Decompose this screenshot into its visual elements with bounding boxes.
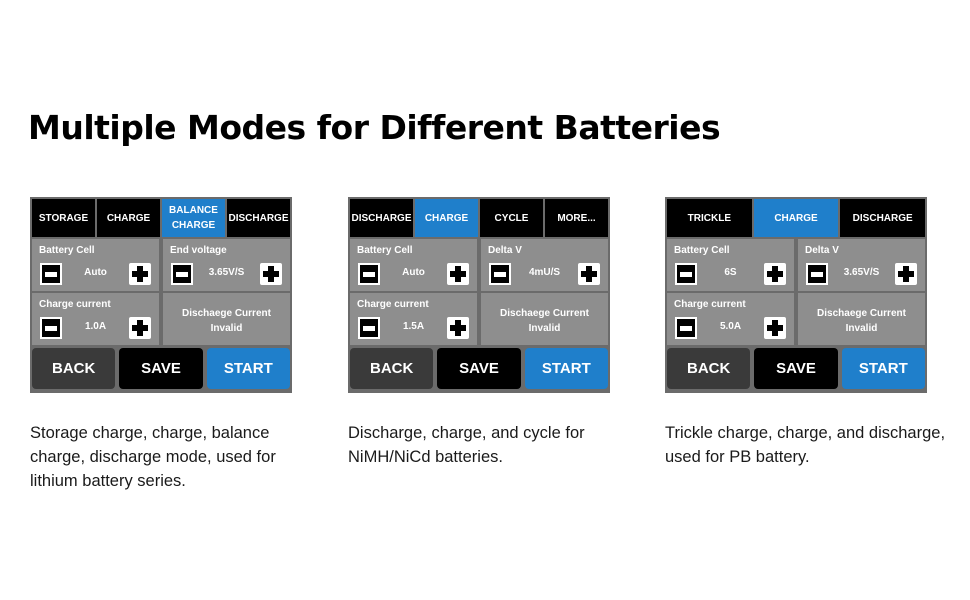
delta-v-setting: Delta V 3.65V/S [798,239,925,291]
back-button[interactable]: BACK [667,348,751,389]
charge-current-label: Charge current [357,299,429,310]
back-button[interactable]: BACK [350,348,434,389]
save-button[interactable]: SAVE [754,348,838,389]
tab-more[interactable]: MORE... [545,199,608,237]
charge-current-increase-button[interactable] [129,317,151,339]
battery-cell-label: Battery Cell [674,245,730,256]
mode-tabs: TRICKLE CHARGE DISCHARGE [667,199,926,237]
discharge-current-label: Dischaege Current [817,308,906,319]
tab-label: TRICKLE [687,212,731,224]
back-button[interactable]: BACK [32,348,116,389]
charger-screen-nimh: DISCHARGE CHARGE CYCLE MORE... Battery C… [348,197,610,393]
tab-cycle[interactable]: CYCLE [480,199,545,237]
tab-label: CHARGE [106,212,151,224]
tab-charge[interactable]: CHARGE [415,199,480,237]
discharge-current-setting: Dischaege Current Invalid [798,293,925,345]
battery-cell-increase-button[interactable] [129,263,151,285]
save-button[interactable]: SAVE [437,348,521,389]
battery-cell-value: Auto [402,267,425,278]
discharge-current-value: Invalid [845,323,878,334]
tab-discharge[interactable]: DISCHARGE [350,199,415,237]
battery-cell-value: Auto [84,267,107,278]
tab-charge[interactable]: CHARGE [753,199,841,237]
charge-current-value: 1.0A [84,321,107,332]
start-button[interactable]: START [524,348,608,389]
delta-v-value: 3.65V/S [843,267,880,278]
charge-current-setting: Charge current 5.0A [667,293,794,345]
tab-label: DISCHARGE [351,212,412,224]
charge-current-decrease-button[interactable] [675,317,697,339]
discharge-current-value: Invalid [528,323,561,334]
tab-label: MORE... [557,212,596,224]
battery-cell-increase-button[interactable] [447,263,469,285]
delta-v-label: Delta V [488,245,522,256]
charger-screen-lithium: STORAGE CHARGE BALANCE CHARGE DISCHARGE … [30,197,292,393]
discharge-current-setting: Dischaege Current Invalid [481,293,608,345]
discharge-current-value: Invalid [210,323,243,334]
battery-cell-decrease-button[interactable] [40,263,62,285]
charger-screen-pb: TRICKLE CHARGE DISCHARGE Battery Cell 6S… [665,197,927,393]
action-bar: BACK SAVE START [350,348,608,389]
battery-cell-setting: Battery Cell Auto [32,239,159,291]
tab-charge[interactable]: CHARGE [97,199,162,237]
tab-trickle[interactable]: TRICKLE [667,199,754,237]
mode-tabs: DISCHARGE CHARGE CYCLE MORE... [350,199,608,237]
charge-current-label: Charge current [674,299,746,310]
discharge-current-label: Dischaege Current [500,308,589,319]
battery-cell-decrease-button[interactable] [358,263,380,285]
action-bar: BACK SAVE START [32,348,290,389]
charge-current-setting: Charge current 1.5A [350,293,477,345]
tab-label: STORAGE [38,212,89,224]
charge-current-value: 5.0A [719,321,742,332]
battery-cell-decrease-button[interactable] [675,263,697,285]
page-title: Multiple Modes for Different Batteries [28,108,721,147]
delta-v-decrease-button[interactable] [806,263,828,285]
tab-discharge[interactable]: DISCHARGE [840,199,926,237]
delta-v-setting: Delta V 4mU/S [481,239,608,291]
end-voltage-value: 3.65V/S [208,267,245,278]
battery-cell-label: Battery Cell [357,245,413,256]
tab-label: CHARGE [774,212,818,224]
charge-current-increase-button[interactable] [764,317,786,339]
tab-label: CHARGE [424,212,469,224]
battery-cell-increase-button[interactable] [764,263,786,285]
delta-v-label: Delta V [805,245,839,256]
tab-label: BALANCE CHARGE [169,205,218,231]
delta-v-increase-button[interactable] [895,263,917,285]
battery-cell-value: 6S [724,267,737,278]
discharge-current-label: Dischaege Current [182,308,271,319]
mode-tabs: STORAGE CHARGE BALANCE CHARGE DISCHARGE [32,199,290,237]
tab-label: DISCHARGE [852,212,913,224]
delta-v-decrease-button[interactable] [489,263,511,285]
tab-storage[interactable]: STORAGE [32,199,97,237]
tab-discharge[interactable]: DISCHARGE [227,199,290,237]
save-button[interactable]: SAVE [119,348,203,389]
battery-cell-setting: Battery Cell 6S [667,239,794,291]
battery-cell-setting: Battery Cell Auto [350,239,477,291]
start-button[interactable]: START [206,348,290,389]
end-voltage-setting: End voltage 3.65V/S [163,239,290,291]
end-voltage-label: End voltage [170,245,227,256]
charge-current-label: Charge current [39,299,111,310]
charge-current-increase-button[interactable] [447,317,469,339]
caption-pb: Trickle charge, charge, and discharge, u… [665,424,946,466]
action-bar: BACK SAVE START [667,348,925,389]
tab-balance-charge[interactable]: BALANCE CHARGE [162,199,227,237]
caption-lithium: Storage charge, charge, balance charge, … [30,424,276,490]
charge-current-decrease-button[interactable] [40,317,62,339]
battery-cell-label: Battery Cell [39,245,95,256]
charge-current-setting: Charge current 1.0A [32,293,159,345]
tab-label: CYCLE [494,212,529,224]
charge-current-value: 1.5A [402,321,425,332]
start-button[interactable]: START [841,348,925,389]
end-voltage-increase-button[interactable] [260,263,282,285]
end-voltage-decrease-button[interactable] [171,263,193,285]
delta-v-increase-button[interactable] [578,263,600,285]
caption-nimh: Discharge, charge, and cycle for NiMH/Ni… [348,424,585,466]
delta-v-value: 4mU/S [528,267,561,278]
tab-label: DISCHARGE [228,212,289,224]
charge-current-decrease-button[interactable] [358,317,380,339]
discharge-current-setting: Dischaege Current Invalid [163,293,290,345]
